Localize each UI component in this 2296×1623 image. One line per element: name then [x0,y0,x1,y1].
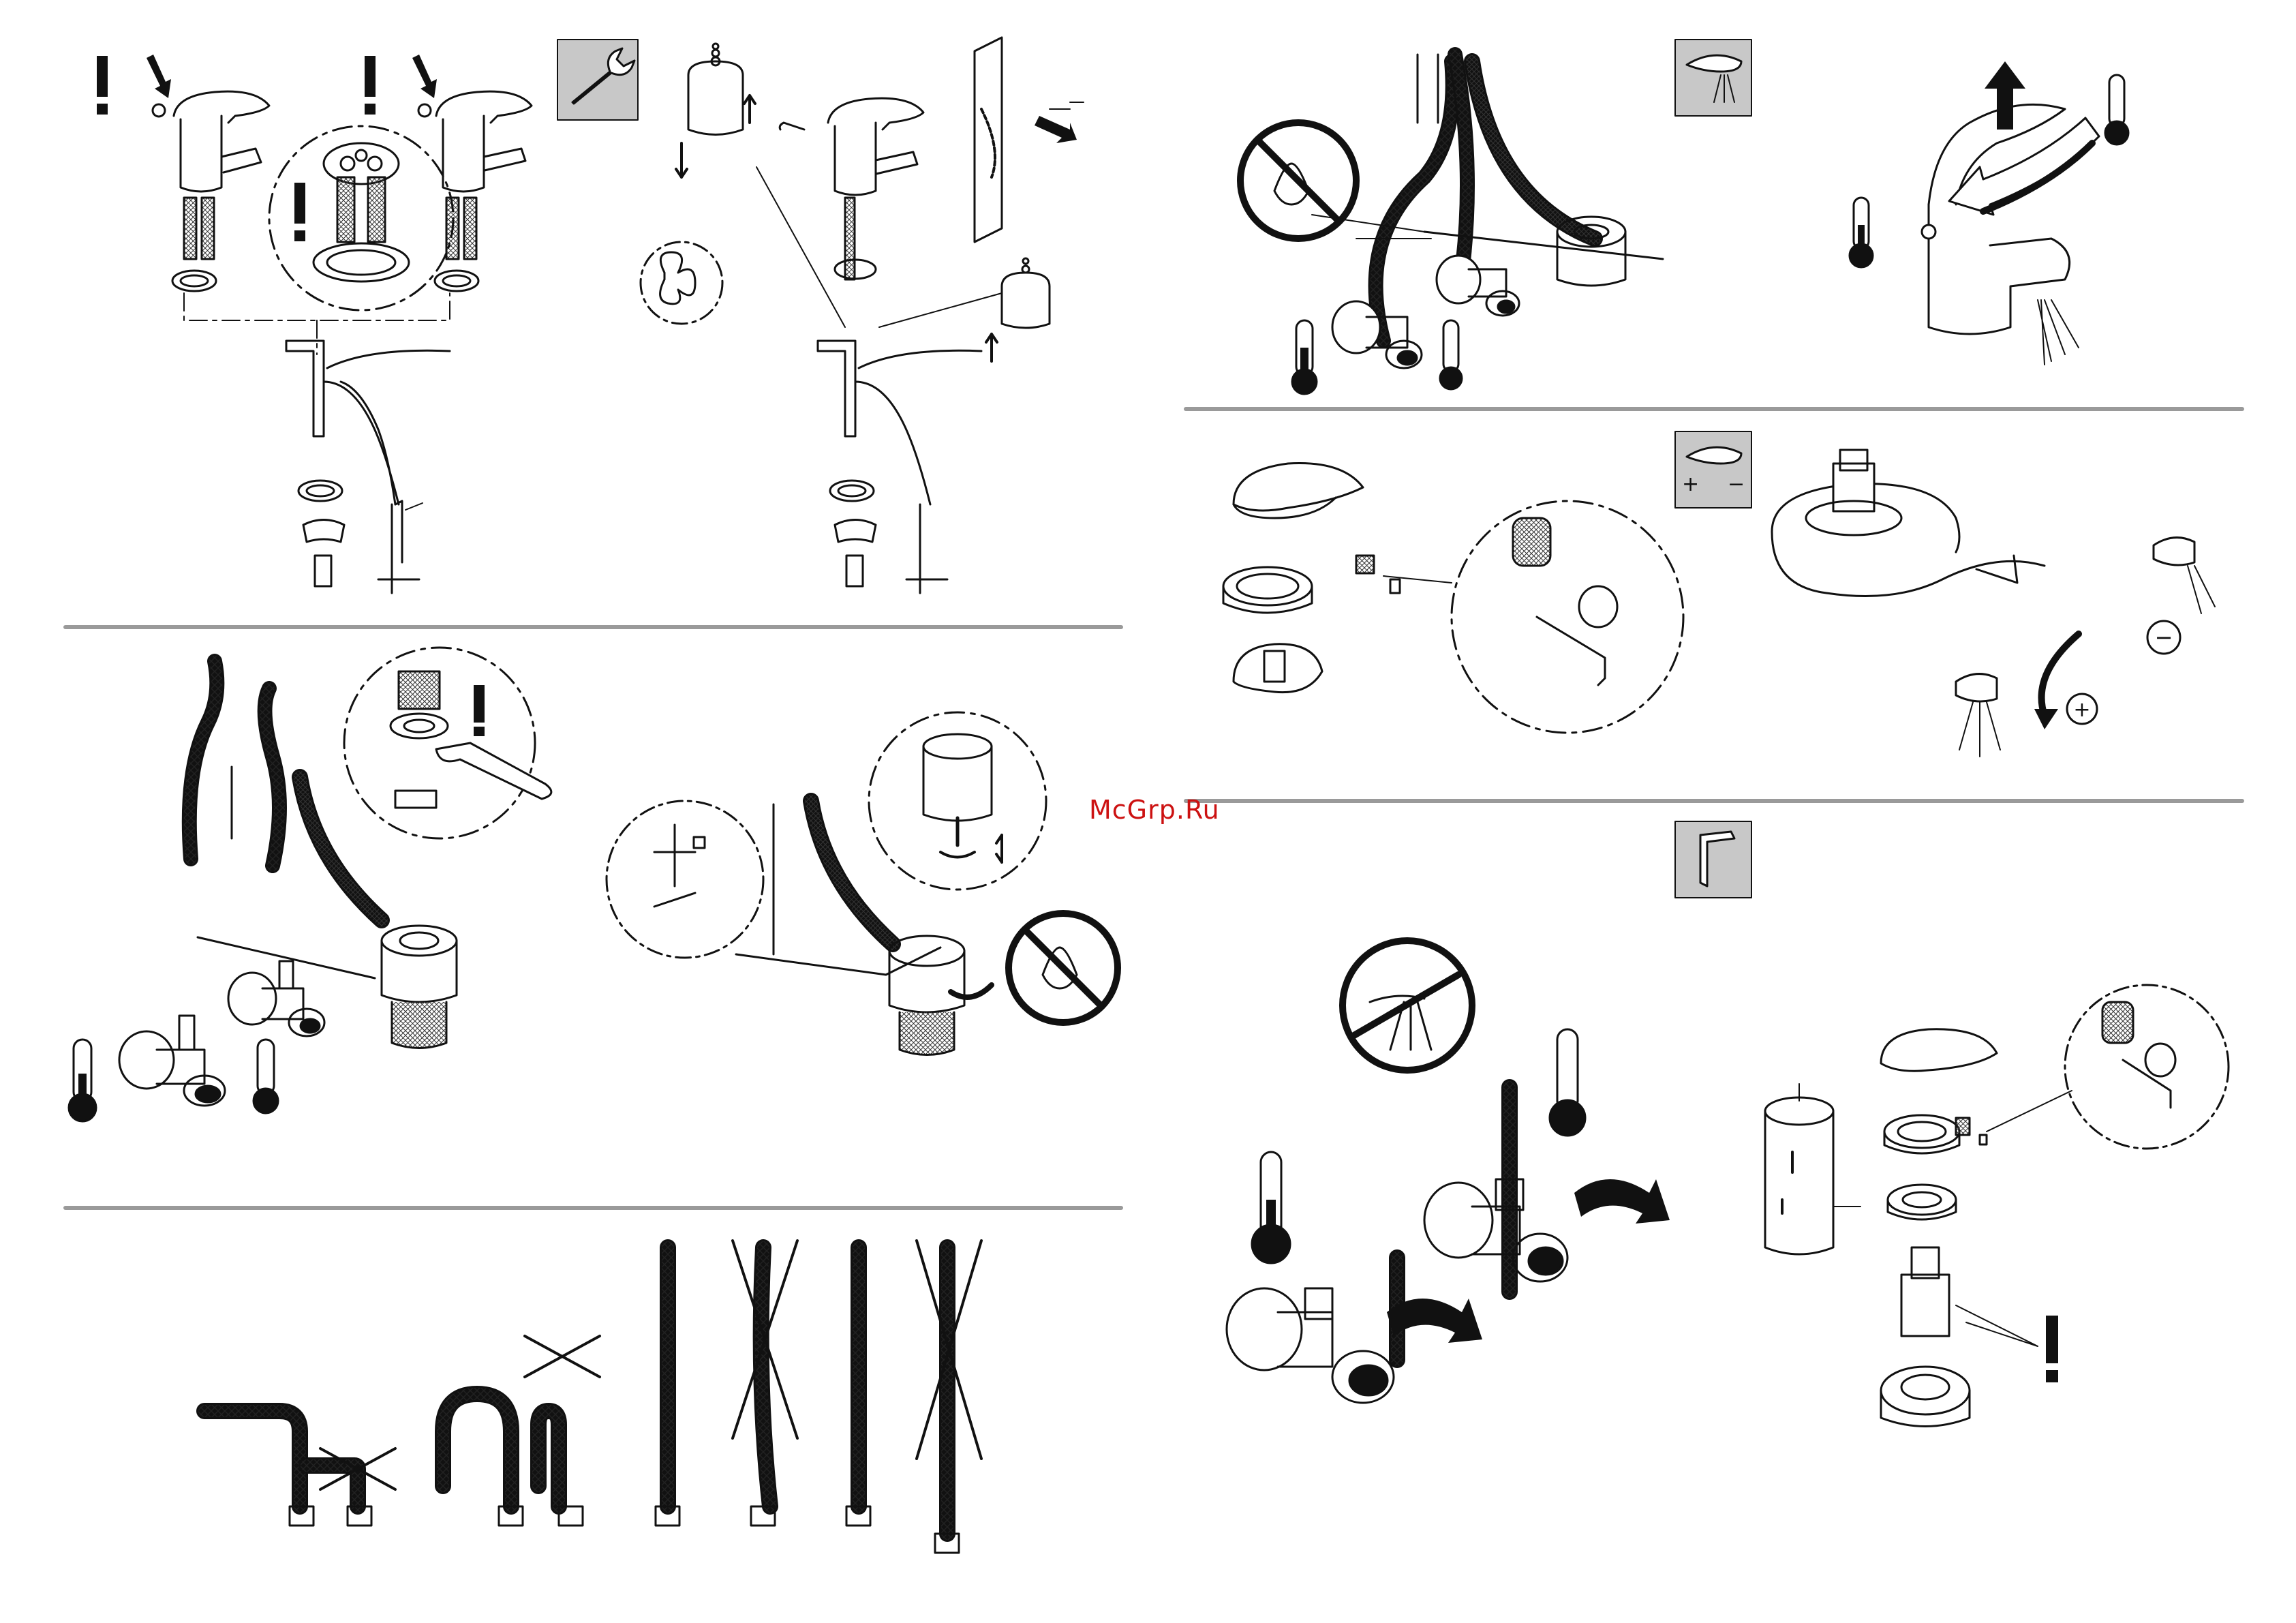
detail-circle [1452,501,1683,733]
caution-icon [2046,1316,2058,1382]
no-water-sign [1009,913,1118,1022]
angle-valve [1424,1179,1567,1281]
thermometer-cold-icon [1440,320,1462,389]
detail-circle [344,648,551,838]
svg-text:+: + [2073,698,2090,722]
mixer-tap-illustration [780,98,923,279]
section-install-mount [97,37,1084,593]
hex-key-tab [1675,821,1751,898]
thermometer-cold-icon [254,1040,278,1113]
angle-valve [1437,256,1519,316]
section-install-connect-drain [69,648,1118,1121]
hose-correct [656,1247,679,1526]
thermometer-hot-icon [1550,1029,1585,1136]
section-hose-handling [204,1241,981,1553]
lever-handle [1223,463,1400,692]
thermometer-hot-icon [1252,1152,1290,1263]
spray-adjust-tab: + − [1675,431,1751,508]
cartridge-assembly [1772,450,2045,596]
thermometer-cold-icon [2105,75,2128,145]
hose-incorrect [917,1241,981,1553]
angle-valve [119,1016,225,1106]
section-maintenance [1227,821,2229,1427]
hose-incorrect [525,1336,600,1526]
hose-correct [846,1247,870,1526]
mixer-tap-illustration [153,91,269,259]
angle-valve [1227,1288,1394,1403]
drain-assembly [300,777,457,1048]
spray-tab [1675,40,1751,116]
hose-correct [443,1394,523,1526]
hose-incorrect [733,1241,797,1526]
minus-icon: − [2147,621,2180,654]
angle-valve [228,961,324,1036]
svg-text:−: − [2155,624,2173,650]
arrow-down-icon [147,55,437,98]
hose-incorrect [307,1448,395,1526]
thermometer-hot-icon [1850,198,1873,267]
cartridge-assembly [1765,1029,1997,1427]
mixer-tap-illustration [418,91,532,259]
detail-circle [607,801,763,958]
plus-icon: + [2067,694,2097,724]
hose-correct [204,1411,313,1526]
thermometer-hot-icon [69,1040,96,1121]
wrench-tab [557,40,638,120]
no-water-sign [1240,123,1356,239]
section-operation [1240,40,2128,394]
svg-text:+: + [1682,472,1699,496]
detail-circle [869,712,1046,890]
flush-pipe-detail [641,44,755,324]
detail-circle [2065,985,2229,1149]
watermark-text: McGrp.Ru [1089,795,1220,825]
section-temperature-limit: + − − + [1223,431,2215,757]
thermometer-hot-icon [1292,320,1317,394]
no-spray-sign [1343,941,1472,1070]
svg-text:−: − [1728,472,1745,496]
